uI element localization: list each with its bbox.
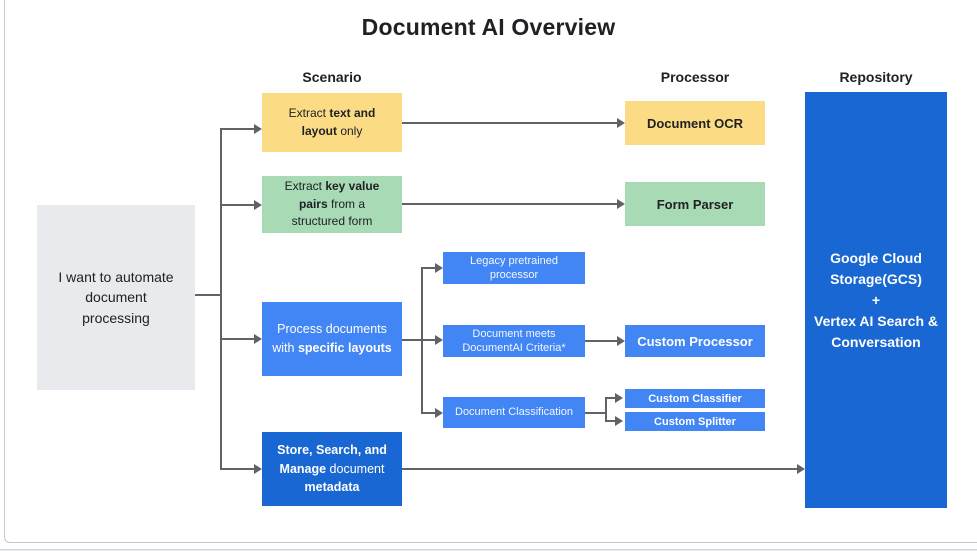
node-custom-classifier: Custom Classifier xyxy=(625,389,765,408)
node-custom-splitter: Custom Splitter xyxy=(625,412,765,431)
arrowhead-into-process-layouts xyxy=(254,334,262,344)
page-title: Document AI Overview xyxy=(361,14,616,40)
connector-to-custom-processor xyxy=(585,340,617,342)
arrowhead-into-document-ocr xyxy=(617,118,625,128)
connector-to-document-classification xyxy=(421,412,435,414)
connector-mid-spine xyxy=(421,267,423,414)
connector-process-to-mid-spine xyxy=(402,339,435,341)
connector-to-legacy-pretrained xyxy=(421,267,435,269)
node-custom-processor: Custom Processor xyxy=(625,325,765,357)
arrowhead-into-extract-text-layout xyxy=(254,124,262,134)
column-header-scenario: Scenario xyxy=(302,69,362,85)
arrowhead-into-legacy-pretrained xyxy=(435,263,443,273)
connector-classification-fork-spine xyxy=(605,397,607,422)
arrowhead-into-repository xyxy=(797,464,805,474)
connector-to-form-parser xyxy=(402,203,617,205)
connector-to-extract-text-layout xyxy=(220,128,254,130)
column-header-repository: Repository xyxy=(839,69,913,85)
arrowhead-into-form-parser xyxy=(617,199,625,209)
page-bottom-edge xyxy=(0,549,977,551)
node-document-classification: Document Classification xyxy=(443,397,585,428)
connector-to-process-layouts xyxy=(220,338,254,340)
connector-to-store-manage xyxy=(220,468,254,470)
connector-root-stub xyxy=(195,294,222,296)
node-form-parser: Form Parser xyxy=(625,182,765,226)
node-document-ocr: Document OCR xyxy=(625,101,765,145)
connector-to-custom-splitter xyxy=(605,420,615,422)
arrowhead-into-custom-processor xyxy=(617,336,625,346)
column-header-processor: Processor xyxy=(660,69,730,85)
connector-main-spine xyxy=(220,128,222,470)
panel-border xyxy=(4,0,977,543)
connector-store-to-repository xyxy=(402,468,797,470)
arrowhead-into-document-meets-criteria xyxy=(435,335,443,345)
connector-to-document-ocr xyxy=(402,122,617,124)
arrowhead-into-document-classification xyxy=(435,408,443,418)
arrowhead-into-custom-splitter xyxy=(615,416,623,426)
arrowhead-into-store-manage xyxy=(254,464,262,474)
arrowhead-into-extract-key-value xyxy=(254,200,262,210)
connector-classification-fork-stub xyxy=(585,412,607,414)
arrowhead-into-custom-classifier xyxy=(615,393,623,403)
connector-to-custom-classifier xyxy=(605,397,615,399)
connector-to-extract-key-value xyxy=(220,204,254,206)
